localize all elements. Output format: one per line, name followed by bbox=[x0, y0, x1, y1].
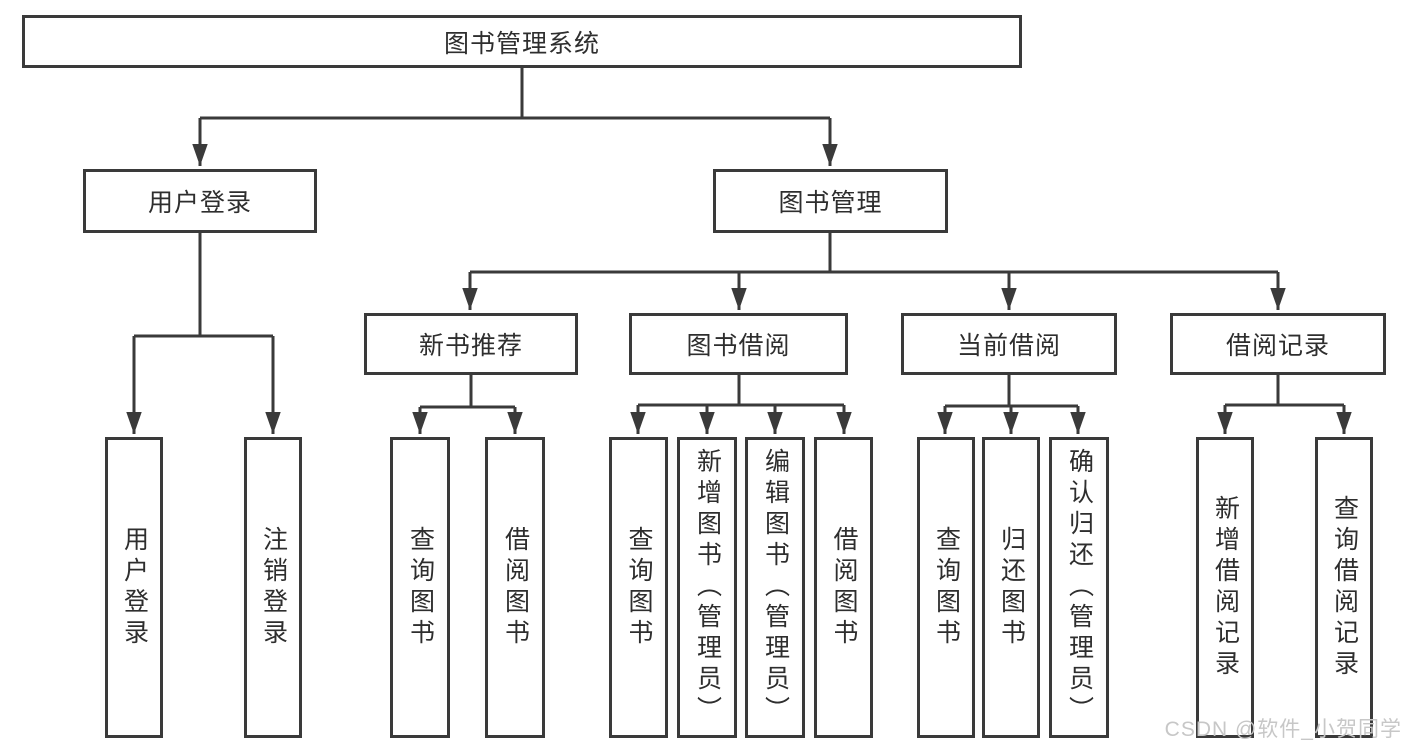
leaf-add-borrow-record: 新增借阅记录 bbox=[1196, 437, 1254, 738]
leaf-query-borrow-record: 查询借阅记录 bbox=[1315, 437, 1373, 738]
leaf-add-books-admin: 新增图书（管理员） bbox=[677, 437, 737, 738]
node-root-system: 图书管理系统 bbox=[22, 15, 1022, 68]
leaf-rec-borrow-books: 借阅图书 bbox=[485, 437, 545, 738]
node-book-borrowing: 图书借阅 bbox=[629, 313, 848, 375]
leaf-logout: 注销登录 bbox=[244, 437, 302, 738]
node-user-login: 用户登录 bbox=[83, 169, 317, 233]
node-book-management: 图书管理 bbox=[713, 169, 948, 233]
leaf-return-books: 归还图书 bbox=[982, 437, 1040, 738]
node-new-book-recommendation: 新书推荐 bbox=[364, 313, 578, 375]
leaf-borrow-query-books: 查询图书 bbox=[609, 437, 668, 738]
node-borrowing-records: 借阅记录 bbox=[1170, 313, 1386, 375]
node-current-borrowing: 当前借阅 bbox=[901, 313, 1117, 375]
csdn-watermark: CSDN @软件_小贺同学 bbox=[1164, 718, 1402, 741]
leaf-user-login: 用户登录 bbox=[105, 437, 163, 738]
connector-book-mgmt-split bbox=[470, 233, 1278, 274]
leaf-current-query-books: 查询图书 bbox=[917, 437, 975, 738]
connector-book-borrow-split bbox=[638, 375, 844, 407]
connector-borrow-records-split bbox=[1225, 375, 1344, 407]
leaf-confirm-return-admin: 确认归还（管理员） bbox=[1049, 437, 1109, 738]
connector-user-login-split bbox=[134, 233, 273, 338]
connector-current-borrow-split bbox=[945, 375, 1078, 408]
leaf-rec-query-books: 查询图书 bbox=[390, 437, 450, 738]
connector-root-split bbox=[200, 68, 830, 120]
leaf-edit-books-admin: 编辑图书（管理员） bbox=[745, 437, 805, 738]
connector-new-book-rec-split bbox=[420, 375, 515, 409]
leaf-borrow-borrow-books: 借阅图书 bbox=[814, 437, 873, 738]
